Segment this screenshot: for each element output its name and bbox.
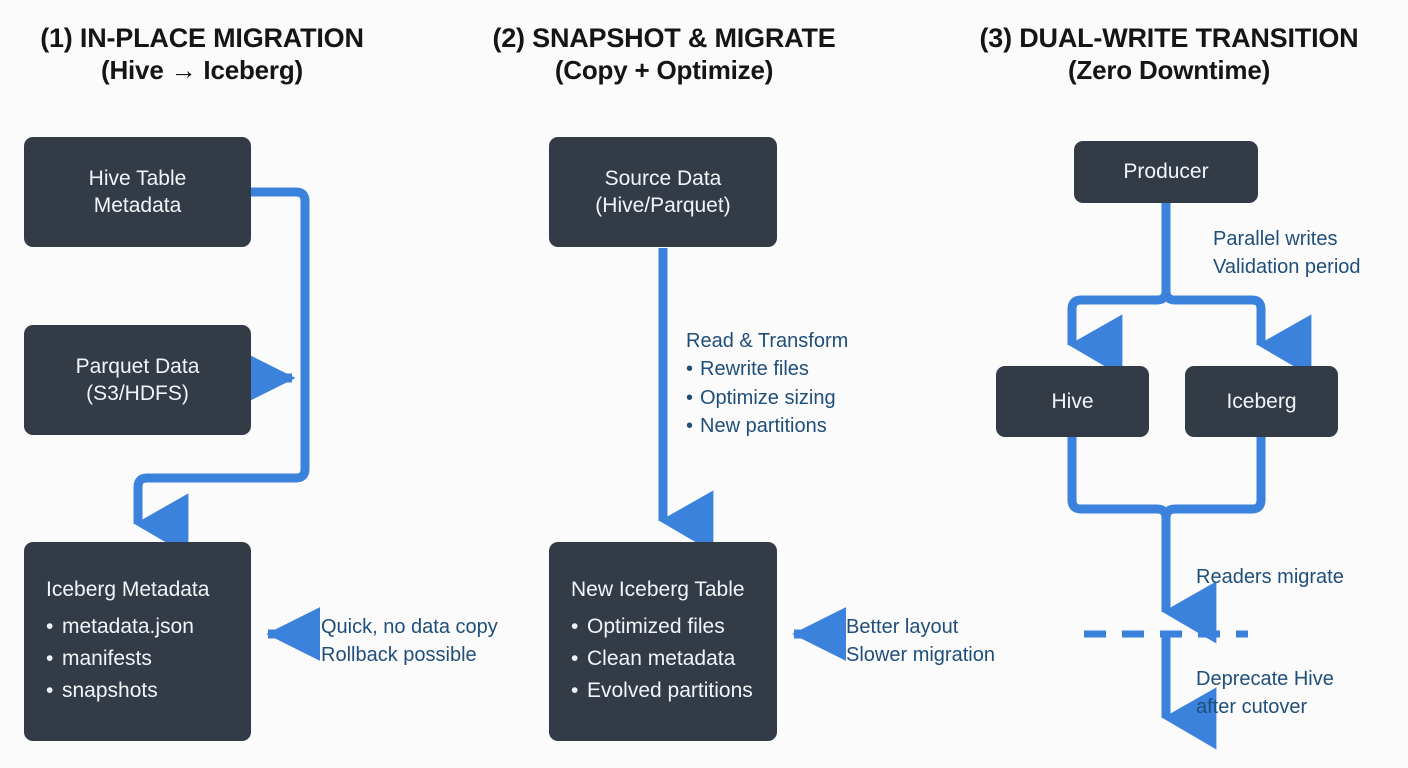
note-inplace-benefit: Quick, no data copy Rollback possible (321, 613, 498, 670)
column-title-line1: (1) IN-PLACE MIGRATION (40, 23, 364, 53)
column-title-dual-write-transition: (3) DUAL-WRITE TRANSITION (Zero Downtime… (930, 22, 1408, 87)
node-item-list: Optimized files Clean metadata Evolved p… (571, 611, 753, 707)
node-title: Producer (1123, 160, 1209, 184)
note-line: Deprecate Hive (1196, 668, 1334, 690)
node-subtitle: (Hive/Parquet) (595, 194, 731, 217)
note-heading: Read & Transform (686, 330, 849, 352)
note-snapshot-tradeoff: Better layout Slower migration (846, 613, 995, 670)
list-item: Rewrite files (686, 355, 848, 383)
node-title: Source Data (604, 166, 722, 190)
note-parallel-writes: Parallel writes Validation period (1213, 225, 1361, 282)
node-title: Hive (1051, 389, 1094, 413)
note-line: Rollback possible (321, 644, 477, 667)
node-title: Iceberg Metadata (46, 578, 210, 602)
node-new-iceberg-table[interactable]: New Iceberg Table Optimized files Clean … (549, 542, 777, 741)
node-hive-table-metadata[interactable]: Hive Table Metadata (24, 137, 251, 247)
node-title: New Iceberg Table (571, 578, 745, 602)
column-title-snapshot-and-migrate: (2) SNAPSHOT & MIGRATE (Copy + Optimize) (452, 22, 876, 87)
list-item: Clean metadata (571, 643, 753, 675)
note-read-and-transform: Read & Transform Rewrite files Optimize … (686, 327, 848, 441)
node-item-list: metadata.json manifests snapshots (46, 611, 194, 707)
column-title-line2: (Copy + Optimize) (554, 54, 774, 85)
column-title-line2: (Zero Downtime) (1067, 54, 1271, 85)
list-item: snapshots (46, 675, 194, 707)
column-title-line1: (2) SNAPSHOT & MIGRATE (492, 23, 836, 53)
note-line: Readers migrate (1196, 566, 1344, 588)
column-title-in-place-migration: (1) IN-PLACE MIGRATION (Hive → Iceberg) (0, 22, 404, 87)
note-line: Slower migration (846, 644, 995, 667)
list-item: Optimize sizing (686, 384, 848, 412)
list-item: metadata.json (46, 611, 194, 643)
note-line: Better layout (846, 616, 959, 638)
node-title: Parquet Data (75, 354, 200, 378)
node-title: Hive Table (88, 166, 187, 190)
note-line: after cutover (1196, 696, 1308, 719)
node-iceberg[interactable]: Iceberg (1185, 366, 1338, 437)
node-hive[interactable]: Hive (996, 366, 1149, 437)
column-title-line2: (Hive → Iceberg) (101, 54, 303, 85)
note-line: Validation period (1213, 256, 1361, 279)
column-title-line1: (3) DUAL-WRITE TRANSITION (979, 23, 1359, 53)
note-item-list: Rewrite files Optimize sizing New partit… (686, 355, 848, 440)
list-item: Optimized files (571, 611, 753, 643)
node-parquet-data[interactable]: Parquet Data (S3/HDFS) (24, 325, 251, 435)
list-item: Evolved partitions (571, 675, 753, 707)
node-title: Iceberg (1226, 389, 1297, 413)
note-line: Quick, no data copy (321, 616, 498, 638)
arrow-producer-to-hive (1067, 203, 1171, 377)
node-source-data[interactable]: Source Data (Hive/Parquet) (549, 137, 777, 247)
node-subtitle: Metadata (93, 194, 182, 217)
node-producer[interactable]: Producer (1074, 141, 1258, 203)
note-line: Parallel writes (1213, 228, 1338, 250)
list-item: manifests (46, 643, 194, 675)
list-item: New partitions (686, 412, 848, 440)
arrow-hive-to-merge (1067, 437, 1217, 644)
note-deprecate-hive: Deprecate Hive after cutover (1196, 665, 1334, 722)
node-subtitle: (S3/HDFS) (86, 382, 189, 405)
node-iceberg-metadata[interactable]: Iceberg Metadata metadata.json manifests… (24, 542, 251, 741)
note-readers-migrate: Readers migrate (1196, 563, 1344, 591)
